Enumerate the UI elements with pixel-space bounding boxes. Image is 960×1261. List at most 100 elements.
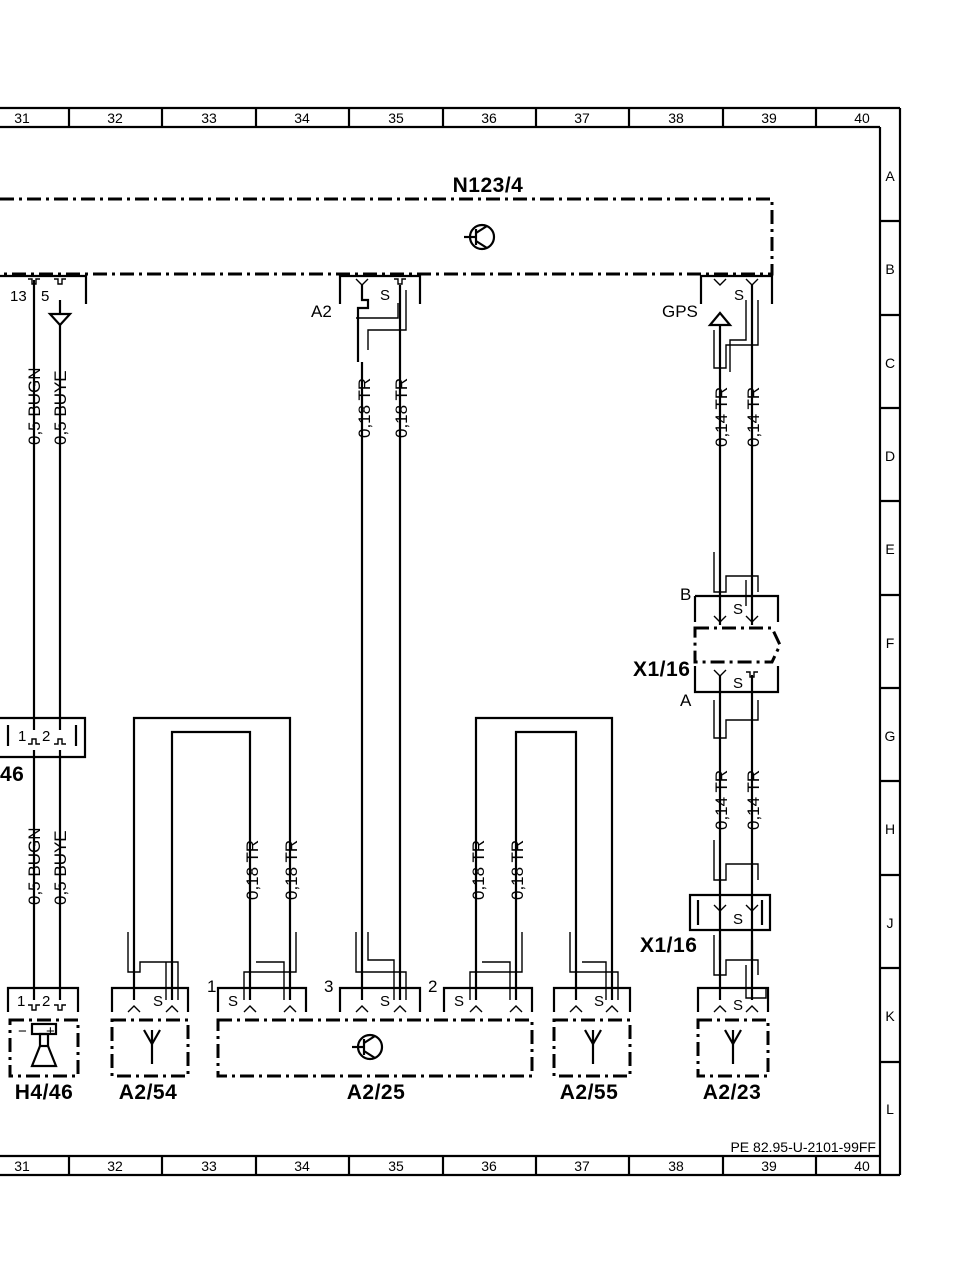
plug-b-label: B [680,585,691,604]
connector-a2-label: A2 [311,302,332,321]
row-label: H [885,821,895,837]
col-label: 37 [574,1158,590,1174]
col-label: 32 [107,110,123,126]
pin-13-label: 13 [10,288,27,305]
component-label: N123/4 [453,174,524,197]
wire-tr018-center: 0,18 TR 0,18 TR [355,285,411,1000]
bottom-connectors: 1 2 S S S S 1 3 2 S S [6,977,770,1014]
col-label: 36 [481,1158,497,1174]
shield-label: S [228,993,238,1010]
pin-1-label: 1 [18,728,26,745]
component-label: H4/46 [15,1081,74,1104]
row-label: A [885,168,895,184]
pin-3-label: 3 [324,977,333,996]
shield-label: S [594,993,604,1010]
col-label: 35 [388,110,404,126]
pin-2-label: 2 [428,977,437,996]
wire-label: 0,14 TR [744,387,763,447]
component-a2-25: A2/25 [216,1018,534,1104]
col-label: 34 [294,110,310,126]
component-a2-23: A2/23 [696,1018,770,1104]
col-label: 39 [761,1158,777,1174]
shield-label: S [733,997,743,1014]
component-label: A2/23 [703,1081,762,1104]
wire-tr014-right: 0,14 TR 0,14 TR S S B A X1/16 0,14 TR 0,… [633,285,782,1000]
column-labels-top: 31 32 33 34 35 36 37 38 39 40 [14,110,870,126]
component-a2-54: A2/54 [110,1018,190,1104]
connector-gps-label: GPS [662,302,698,321]
wire-label: 0,5 BUGN [25,828,44,905]
col-label: 37 [574,110,590,126]
col-label: 34 [294,1158,310,1174]
frame [0,106,902,1177]
shield-label: S [380,993,390,1010]
shield-label: S [380,287,390,304]
wire-loop-a2-55: 0,18 TR 0,18 TR [469,716,619,1000]
row-label: L [886,1101,894,1117]
wire-bugn-buye: 0,5 BUGN 0,5 BUYE 0,5 BUGN 0,5 BUYE [25,280,70,1000]
shield-label: S [733,675,743,692]
col-label: 31 [14,1158,30,1174]
col-label: 35 [388,1158,404,1174]
wire-label: 0,18 TR [282,840,301,900]
antenna-icon [584,1029,602,1064]
wire-label: 0,18 TR [508,840,527,900]
document-code: PE 82.95-U-2101-99FF [730,1139,876,1155]
wire-label: 0,14 TR [712,770,731,830]
col-label: 40 [854,110,870,126]
component-label: A2/25 [347,1081,406,1104]
row-label: D [885,448,895,464]
shield-label: S [734,287,744,304]
col-label: 33 [201,1158,217,1174]
row-labels: A B C D E F G H J K L [885,168,896,1117]
pin-1-label: 1 [17,993,25,1010]
speaker-icon [30,1022,58,1068]
row-label: J [887,915,894,931]
column-dividers [67,108,818,1175]
pin-2-label: 2 [42,728,50,745]
row-label: C [885,355,895,371]
antenna-amplifier-icon [464,223,496,251]
pin-2-label: 2 [42,993,50,1010]
antenna-amplifier-icon [352,1033,384,1061]
component-label: X1/16 [633,658,690,681]
row-label: B [885,261,894,277]
component-n123-4: N123/4 13 5 S S A2 GPS [0,174,774,321]
plug-a-label: A [680,691,692,710]
shield-label: S [733,601,743,618]
row-label: K [885,1008,895,1024]
wire-label: 0,5 BUYE [51,370,70,445]
row-label: F [886,635,895,651]
column-labels-bottom: 31 32 33 34 35 36 37 38 39 40 [14,1158,870,1174]
left-intermediate-connector: 1 2 46 [0,716,87,786]
wire-label: 0,18 TR [355,378,374,438]
pin-5-label: 5 [41,288,49,305]
col-label: 39 [761,110,777,126]
antenna-icon [143,1029,161,1064]
wire-label: 0,18 TR [243,840,262,900]
wire-label: 0,18 TR [392,378,411,438]
component-label: A2/54 [119,1081,178,1104]
pin-1-label: 1 [207,977,216,996]
row-label: G [885,728,896,744]
row-dividers [880,219,900,1064]
col-label: 31 [14,110,30,126]
wire-label: 0,5 BUYE [51,830,70,905]
col-label: 40 [854,1158,870,1174]
component-label: A2/55 [560,1081,619,1104]
wire-loop-a2-54: 0,18 TR 0,18 TR [127,716,301,1000]
col-label: 32 [107,1158,123,1174]
wire-label: 0,18 TR [469,840,488,900]
component-a2-55: A2/55 [552,1018,632,1104]
component-label: X1/16 [640,934,697,957]
col-label: 38 [668,110,684,126]
component-h4-46: − + H4/46 [8,1018,80,1104]
wire-label: 0,14 TR [712,387,731,447]
col-label: 36 [481,110,497,126]
row-label: E [885,541,894,557]
col-label: 33 [201,110,217,126]
wire-label: 0,5 BUGN [25,368,44,445]
plus-label: + [46,1023,55,1040]
